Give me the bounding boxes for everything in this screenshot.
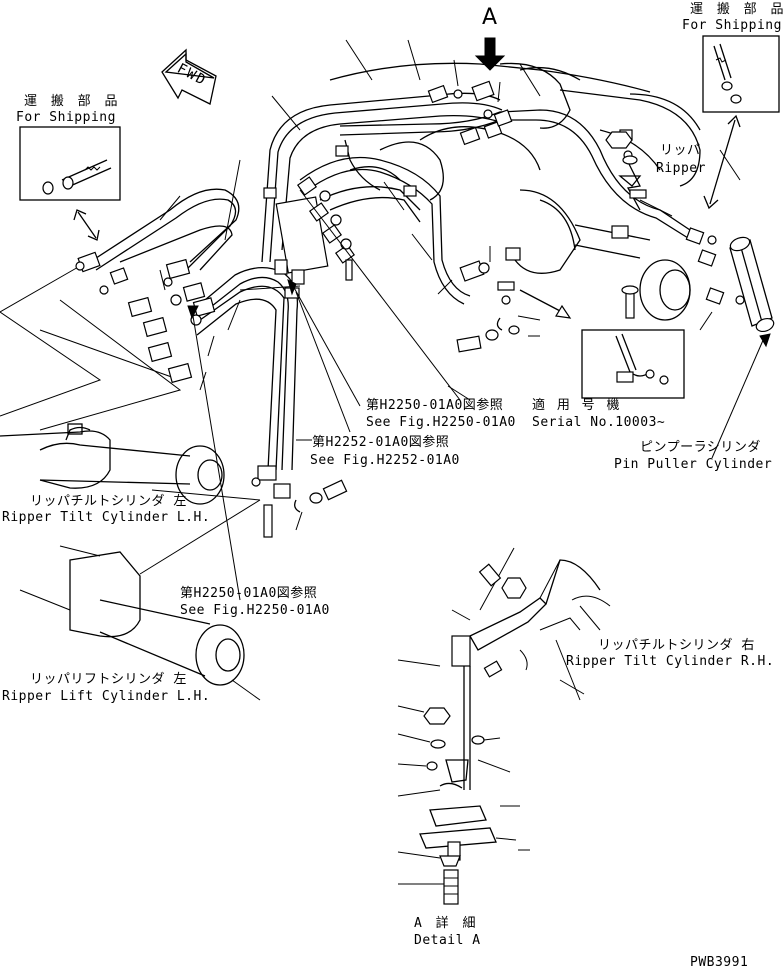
tilt-rh-en: Ripper Tilt Cylinder R.H. [566, 654, 775, 669]
tilt-rh-jp: リッパチルトシリンダ 右 [598, 638, 755, 653]
ref2-jp: 第H2252-01A0図参照 [312, 435, 450, 450]
ref2-en: See Fig.H2252-01A0 [310, 453, 460, 468]
shipping-left-en: For Shipping [16, 110, 116, 125]
fwd-direction-arrow [161, 48, 217, 105]
detail-a-en: Detail A [414, 933, 481, 948]
ref1-en: See Fig.H2250-01A0 [366, 415, 516, 430]
flange-block-bottom [251, 465, 348, 538]
drawing-code: PWB3991 [690, 955, 749, 970]
reference-leaders [151, 189, 461, 701]
detail-a-assembly [397, 547, 611, 905]
top-fittings [427, 59, 513, 146]
ripper-jp: リッパ [660, 143, 701, 158]
view-a-marker: A [482, 5, 498, 30]
center-fittings [456, 246, 521, 353]
detail-a-jp: A 詳 細 [414, 916, 479, 931]
shipping-double-arrow-right [703, 114, 741, 210]
shipping-right-en: For Shipping [682, 18, 782, 33]
ref3-jp: 第H2250-01A0図参照 [180, 586, 318, 601]
lift-lh-en: Ripper Lift Cylinder L.H. [2, 689, 211, 704]
flange-block-left [75, 251, 216, 391]
hose-loop-left [89, 188, 240, 271]
shipping-left-jp: 運 搬 部 品 [24, 94, 121, 109]
serial-detail-box [581, 329, 685, 399]
ripper-en: Ripper [656, 161, 706, 176]
lift-lh-jp: リッパリフトシリンダ 左 [30, 672, 187, 687]
pin-puller-en: Pin Puller Cylinder [614, 457, 773, 472]
tilt-lh-en: Ripper Tilt Cylinder L.H. [2, 510, 211, 525]
ref3-en: See Fig.H2250-01A0 [180, 603, 330, 618]
shipping-double-arrow-left [73, 209, 100, 241]
tilt-lh-jp: リッパチルトシリンダ 左 [30, 494, 187, 509]
ref1-jp: 第H2250-01A0図参照 [366, 398, 504, 413]
pin-puller-jp: ピンプーラシリンダ [640, 440, 761, 455]
manifold-fittings [263, 145, 417, 299]
ripper-lift-cylinder-lh [19, 499, 261, 686]
right-hose-fittings [611, 129, 745, 319]
serial-en: Serial No.10003~ [532, 415, 666, 430]
serial-jp: 適 用 号 機 [532, 398, 622, 413]
pin-puller-leader [711, 333, 771, 459]
upper-leaders [159, 39, 741, 401]
shipping-parts-box-right [702, 35, 780, 113]
hose-loop-center [196, 267, 299, 471]
serial-arrow [519, 289, 572, 319]
left-leader-lines [0, 265, 182, 431]
shipping-parts-box-left [19, 126, 121, 201]
ripper-nut-washer [605, 131, 642, 187]
shipping-right-jp: 運 搬 部 品 [690, 2, 783, 17]
pin-puller-cylinder [729, 236, 775, 333]
ripper-tilt-cylinder-lh [0, 423, 225, 505]
view-a-arrow [474, 37, 506, 71]
